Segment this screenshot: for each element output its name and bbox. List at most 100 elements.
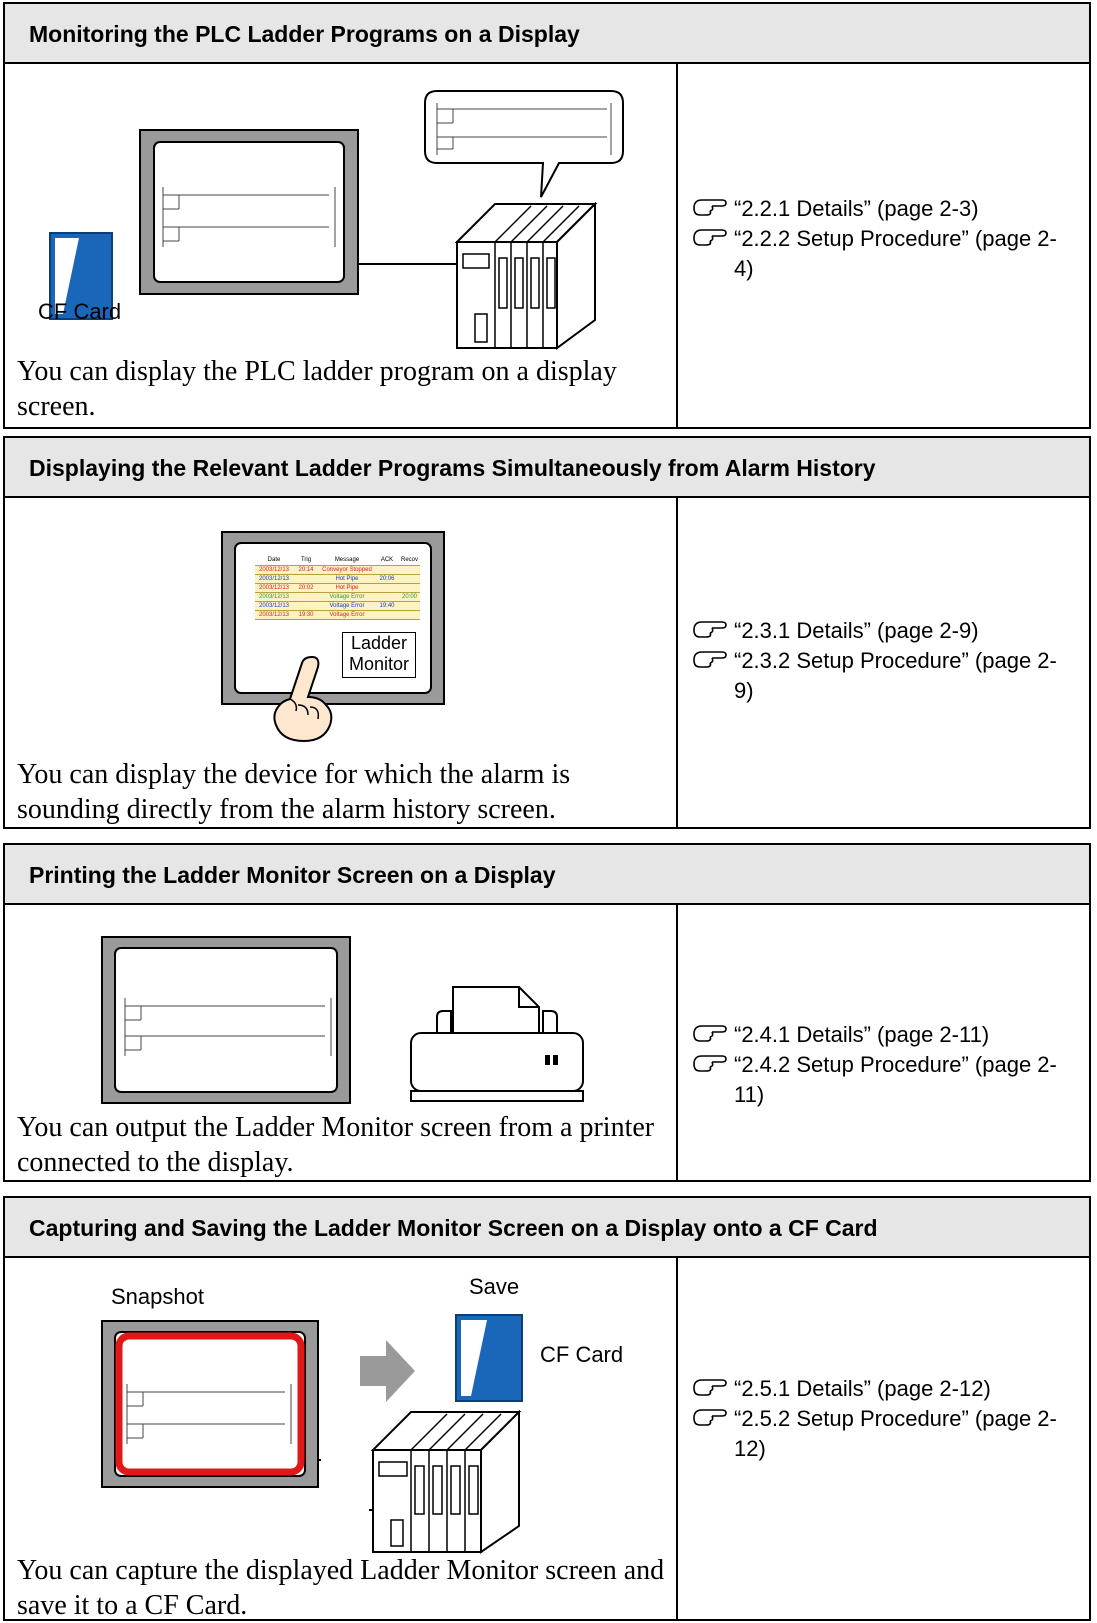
section-monitoring: Monitoring the PLC Ladder Programs on a … [3,2,1091,429]
section-description: You can display the PLC ladder program o… [17,356,617,422]
alarm-cell: Date [267,557,281,563]
alarm-cell: 20:14 [298,567,314,573]
alarm-cell: Trig [300,557,312,563]
alarm-cell: Message [334,557,360,563]
reference-link-setup[interactable]: “2.3.2 Setup Procedure” (page 2-9) [692,646,1072,706]
section-title-bar: Displaying the Relevant Ladder Programs … [5,438,1089,498]
reference-list: “2.2.1 Details” (page 2-3) “2.2.2 Setup … [692,194,1072,284]
section-title: Monitoring the PLC Ladder Programs on a … [29,21,580,47]
reference-link-setup[interactable]: “2.5.2 Setup Procedure” (page 2-12) [692,1404,1072,1464]
alarm-cell: Voltage Error [329,594,365,600]
reference-cell: “2.4.1 Details” (page 2-11) “2.4.2 Setup… [678,905,1089,1180]
reference-link-setup[interactable]: “2.2.2 Setup Procedure” (page 2-4) [692,224,1072,284]
reference-text: “2.5.2 Setup Procedure” (page 2-12) [734,1406,1057,1461]
display-with-ladder [139,129,459,295]
section-title-bar: Monitoring the PLC Ladder Programs on a … [5,4,1089,64]
button-label-line: Ladder [350,633,408,653]
alarm-cell: Voltage Error [329,603,365,609]
section-capturing: Capturing and Saving the Ladder Monitor … [3,1196,1091,1621]
alarm-cell [399,602,420,610]
display-with-ladder [101,936,351,1104]
alarm-row: 2003/12/13 Voltage Error 19:40 [255,601,420,610]
pointing-hand-icon [693,199,727,216]
section-description: You can capture the displayed Ladder Mon… [17,1555,665,1621]
section-description: You can display the device for which the… [17,759,571,825]
reference-link-details[interactable]: “2.2.1 Details” (page 2-3) [692,194,1072,224]
reference-text: “2.4.2 Setup Procedure” (page 2-11) [734,1052,1057,1107]
pointing-hand-icon [693,1055,727,1072]
pointing-hand-icon [693,1409,727,1426]
reference-text: “2.3.1 Details” (page 2-9) [734,618,979,643]
pointing-hand-icon [693,1025,727,1042]
pointing-hand-icon [693,621,727,638]
alarm-cell [375,593,399,601]
reference-list: “2.5.1 Details” (page 2-12) “2.5.2 Setup… [692,1374,1072,1464]
section-printing: Printing the Ladder Monitor Screen on a … [3,843,1091,1182]
alarm-cell [399,566,420,574]
alarm-cell: ACK [380,557,394,563]
cf-card-icon [455,1314,523,1402]
section-description: You can output the Ladder Monitor screen… [17,1112,655,1178]
plc-unit-icon [455,202,598,350]
reference-text: “2.4.1 Details” (page 2-11) [734,1022,990,1047]
alarm-cell: Recov [400,557,418,563]
alarm-cell: 20:06 [379,576,395,582]
pointing-finger-icon [273,655,333,743]
reference-list: “2.3.1 Details” (page 2-9) “2.3.2 Setup … [692,616,1072,706]
reference-link-details[interactable]: “2.3.1 Details” (page 2-9) [692,616,1072,646]
alarm-cell: 20:02 [298,585,314,591]
printer-icon [410,986,584,1102]
cf-card-label: CF Card [540,1342,624,1367]
alarm-cell [293,575,319,583]
alarm-cell: Conveyor Stopped [322,567,372,573]
section-title-bar: Printing the Ladder Monitor Screen on a … [5,845,1089,905]
alarm-cell [399,584,420,592]
alarm-cell: Hot Pipe [335,585,359,591]
reference-text: “2.3.2 Setup Procedure” (page 2-9) [734,648,1057,703]
reference-cell: “2.2.1 Details” (page 2-3) “2.2.2 Setup … [678,64,1089,427]
arrow-right-icon [360,1340,415,1402]
pointing-hand-icon [693,651,727,668]
alarm-cell [399,575,420,583]
reference-link-details[interactable]: “2.4.1 Details” (page 2-11) [692,1020,1072,1050]
alarm-cell [375,566,399,574]
section-title: Capturing and Saving the Ladder Monitor … [29,1215,878,1241]
alarm-cell [293,602,319,610]
section-title: Printing the Ladder Monitor Screen on a … [29,862,556,888]
ladder-monitor-button[interactable]: Ladder Monitor [342,632,416,678]
alarm-history-table: Date Trig Message ACK Recov 2003/12/13 20:14 Co… [255,556,420,620]
reference-list: “2.4.1 Details” (page 2-11) “2.4.2 Setup… [692,1020,1072,1110]
reference-link-setup[interactable]: “2.4.2 Setup Procedure” (page 2-11) [692,1050,1072,1110]
section-title-bar: Capturing and Saving the Ladder Monitor … [5,1198,1089,1258]
save-label: Save [469,1274,520,1299]
speech-bubble [424,90,624,198]
reference-link-details[interactable]: “2.5.1 Details” (page 2-12) [692,1374,1072,1404]
alarm-cell [375,611,399,619]
illustration-cell: Snapshot Save CF Card [5,1258,678,1621]
alarm-cell: 2003/12/13 [258,603,290,609]
cf-card-label: CF Card [38,299,122,324]
alarm-cell [399,611,420,619]
reference-cell: “2.5.1 Details” (page 2-12) “2.5.2 Setup… [678,1258,1089,1619]
cf-card-icon [49,232,113,320]
alarm-cell: 2003/12/13 [258,612,290,618]
alarm-cell: 19:40 [379,603,395,609]
reference-cell: “2.3.1 Details” (page 2-9) “2.3.2 Setup … [678,498,1089,827]
alarm-header-row: Date Trig Message ACK Recov [255,556,420,564]
reference-text: “2.5.1 Details” (page 2-12) [734,1376,991,1401]
plc-unit-icon [369,1410,522,1554]
alarm-cell: 2003/12/13 [258,585,290,591]
button-label-line: Monitor [348,654,410,674]
alarm-cell [293,593,319,601]
alarm-cell: 19:30 [298,612,314,618]
pointing-hand-icon [693,1379,727,1396]
reference-text: “2.2.2 Setup Procedure” (page 2-4) [734,226,1057,281]
reference-text: “2.2.1 Details” (page 2-3) [734,196,979,221]
alarm-cell: Hot Pipe [335,576,359,582]
alarm-cell: 20:00 [401,594,417,600]
display-with-snapshot [101,1320,321,1488]
illustration-cell: You can output the Ladder Monitor screen… [5,905,678,1180]
